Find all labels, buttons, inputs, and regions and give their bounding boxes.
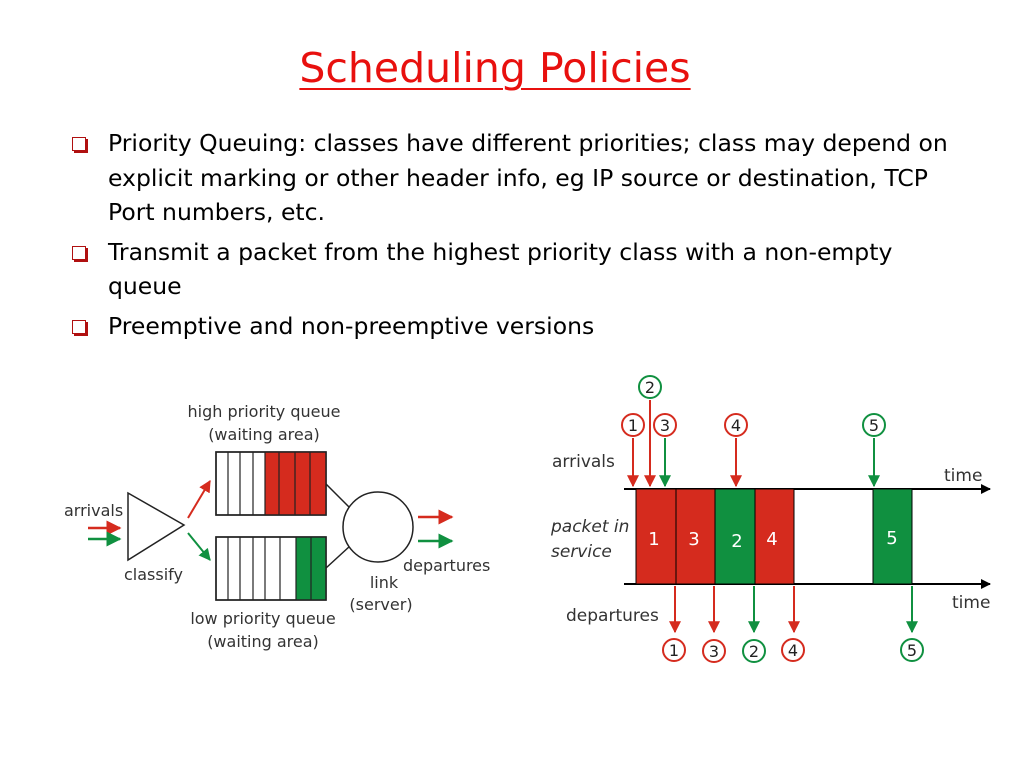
departures-label: departures <box>403 556 490 575</box>
timeline-arrivals-label: arrivals <box>552 452 615 472</box>
arrival-label: 1 <box>628 416 638 435</box>
high-queue-link-line <box>325 483 351 509</box>
departure-badge-1 <box>662 638 686 662</box>
low-queue-link-line <box>325 545 351 569</box>
arrival-label: 5 <box>869 416 879 435</box>
arrival-label: 2 <box>645 378 655 397</box>
high-queue-sublabel: (waiting area) <box>208 425 320 444</box>
service-block-4 <box>754 488 795 585</box>
time-axis-top-label: time <box>944 466 982 486</box>
low-queue-label: low priority queue <box>190 609 335 628</box>
high-queue-label: high priority queue <box>188 402 341 421</box>
arrivals-label: arrivals <box>64 501 123 520</box>
classify-label: classify <box>124 565 183 584</box>
arrival-label: 4 <box>731 416 741 435</box>
bullet-list: Priority Queuing: classes have different… <box>70 126 950 348</box>
arrival-badge-5 <box>862 413 886 437</box>
packet-in-service-sublabel: service <box>551 542 612 562</box>
bullet-marker-icon <box>72 319 86 334</box>
classify-to-high-arrow <box>187 479 211 519</box>
departure-label: 4 <box>788 641 798 660</box>
departure-label: 3 <box>709 642 719 661</box>
service-block-2 <box>714 488 756 585</box>
link-label: link <box>370 573 399 592</box>
arrival-badge-1 <box>621 413 645 437</box>
low-queue-sublabel: (waiting area) <box>207 632 319 651</box>
server-circle-icon <box>342 491 414 563</box>
bullet-marker-icon <box>72 137 86 151</box>
service-label: 1 <box>648 529 659 550</box>
time-axis-bottom-label: time <box>952 593 990 613</box>
departure-label: 5 <box>907 641 917 660</box>
low-priority-queue <box>215 536 327 601</box>
arrival-badge-2 <box>638 375 662 399</box>
timeline-departures-label: departures <box>566 606 659 626</box>
service-label: 4 <box>766 529 777 550</box>
classifier-triangle-icon <box>127 491 186 562</box>
departure-badge-4 <box>781 638 805 662</box>
departure-badge-2 <box>742 639 766 663</box>
arrival-badge-3 <box>653 413 677 437</box>
packet-in-service-label: packet in <box>550 517 629 537</box>
classify-to-low-arrow <box>187 532 211 561</box>
bullet-item: Transmit a packet from the highest prior… <box>70 235 950 304</box>
bullet-item: Preemptive and non-preemptive versions <box>70 309 950 344</box>
bullet-marker-icon <box>72 245 86 260</box>
departure-label: 2 <box>749 642 759 661</box>
service-label: 3 <box>688 529 699 550</box>
arrival-badge-4 <box>724 413 748 437</box>
bullet-item: Priority Queuing: classes have different… <box>70 126 950 230</box>
departure-badge-5 <box>900 638 924 662</box>
service-block-1 <box>635 488 677 585</box>
departure-badge-3 <box>702 639 726 663</box>
high-priority-queue <box>215 451 327 516</box>
arrival-label: 3 <box>660 416 670 435</box>
priority-queue-diagram: high priority queue (waiting area) arriv… <box>64 402 490 651</box>
service-label: 2 <box>731 531 742 552</box>
service-block-5 <box>872 488 913 585</box>
service-label: 5 <box>886 528 897 549</box>
departure-label: 1 <box>669 641 679 660</box>
link-sublabel: (server) <box>349 595 412 614</box>
slide-title: Scheduling Policies <box>299 44 691 92</box>
service-block-3 <box>675 488 716 585</box>
timeline-diagram: arrivals packet in service departures ti… <box>550 375 991 663</box>
